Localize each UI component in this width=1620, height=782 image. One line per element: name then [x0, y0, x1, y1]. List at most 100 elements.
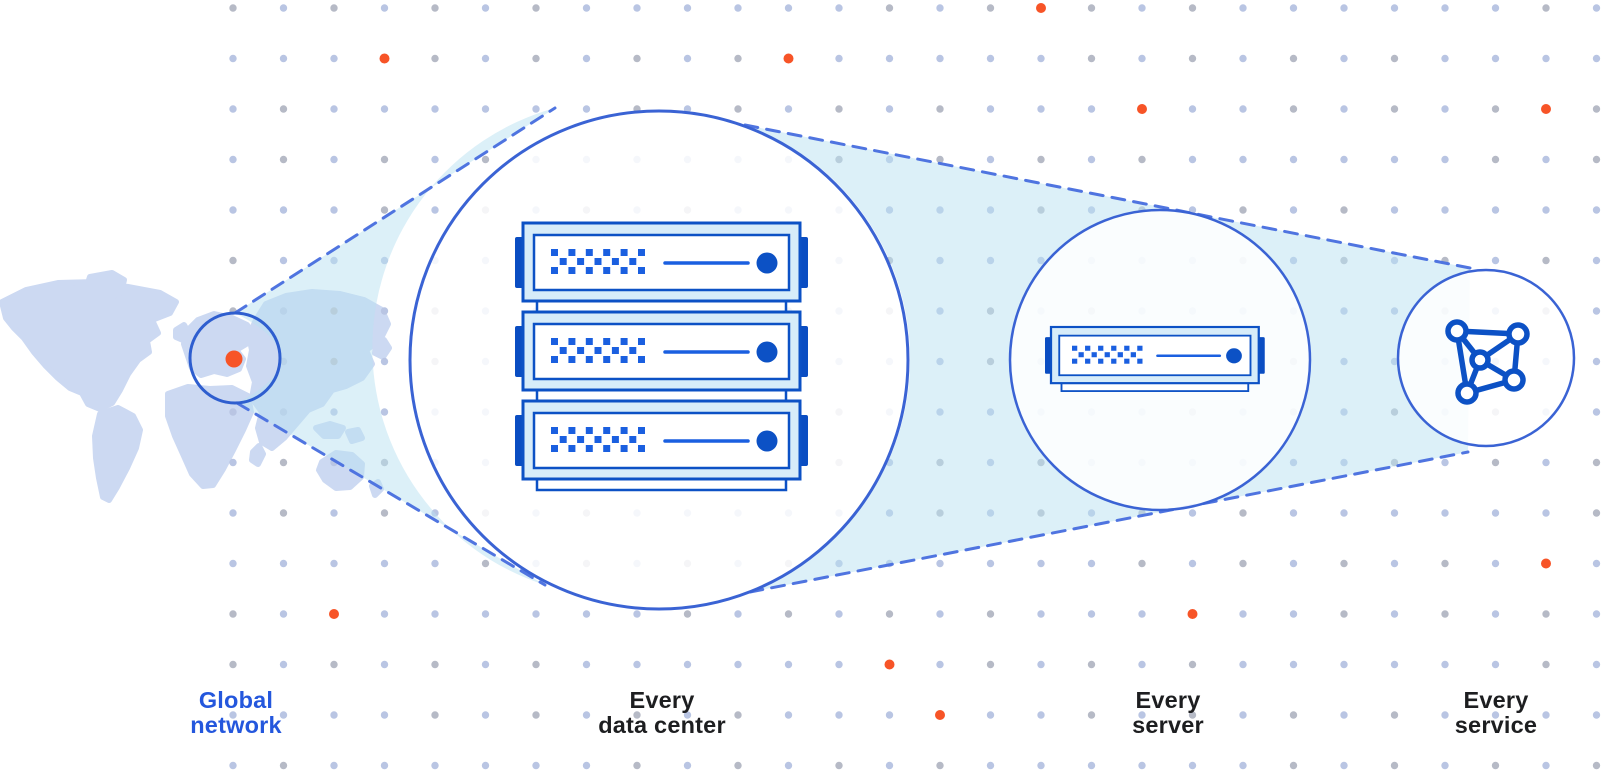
grid-dot	[229, 711, 237, 719]
grid-dot	[1340, 761, 1348, 770]
grid-dot	[330, 155, 338, 164]
grid-dot	[784, 711, 793, 719]
grid-dot	[481, 610, 490, 618]
location-dot-icon	[225, 350, 243, 368]
grid-dot	[279, 660, 288, 669]
grid-dot	[1239, 155, 1247, 164]
grid-dot	[229, 458, 237, 467]
grid-dot	[835, 610, 843, 618]
grid-dot	[1491, 458, 1500, 467]
grid-dot	[1390, 54, 1399, 63]
dashed-line-top-left	[233, 106, 557, 315]
grid-dot	[380, 206, 389, 214]
grid-dot	[1289, 509, 1298, 517]
dashed-line-bottom-left	[235, 401, 547, 587]
grid-dot	[229, 761, 237, 770]
grid-dot	[1138, 761, 1146, 770]
grid-dot	[1441, 458, 1449, 467]
grid-dot	[1037, 711, 1045, 719]
grid-dot	[1592, 155, 1601, 164]
grid-dot-orange	[1541, 558, 1551, 569]
grid-dot	[582, 105, 591, 113]
grid-dot	[1239, 509, 1247, 517]
grid-dot	[734, 660, 742, 669]
grid-dot	[1037, 105, 1045, 113]
grid-dot	[1390, 559, 1399, 568]
grid-dot	[1087, 4, 1096, 12]
grid-dot	[1491, 610, 1500, 618]
grid-dot	[1542, 761, 1550, 770]
grid-dot	[885, 711, 894, 719]
grid-dot-orange	[329, 609, 339, 619]
grid-dot	[1087, 559, 1096, 568]
grid-dot	[1239, 54, 1247, 63]
grid-dot	[633, 54, 641, 63]
caption-line: server	[1132, 712, 1204, 738]
grid-dot	[936, 105, 944, 113]
grid-dot	[633, 711, 641, 719]
grid-dot	[1592, 206, 1601, 214]
grid-dot	[1592, 357, 1601, 366]
grid-dot	[1542, 4, 1550, 12]
grid-dot	[1239, 660, 1247, 669]
grid-dot	[330, 4, 338, 12]
grid-dot	[683, 105, 692, 113]
grid-dot	[633, 660, 641, 669]
grid-dot	[330, 54, 338, 63]
grid-dot	[279, 610, 288, 618]
grid-dot	[1188, 105, 1197, 113]
grid-dot	[784, 761, 793, 770]
grid-dot	[380, 660, 389, 669]
server-unit-2	[513, 310, 810, 403]
grid-dot	[1188, 4, 1197, 12]
server-unit-3	[513, 399, 810, 492]
grid-dot-orange	[884, 659, 895, 670]
grid-dot	[1491, 206, 1500, 214]
grid-dot	[229, 408, 237, 416]
grid-dot	[380, 559, 389, 568]
grid-dot	[885, 105, 894, 113]
grid-dot	[1390, 509, 1399, 517]
grid-dot	[734, 610, 742, 618]
grid-dot	[1491, 256, 1500, 265]
grid-dot	[330, 711, 338, 719]
grid-dot	[1188, 761, 1197, 770]
grid-dot	[1340, 4, 1348, 12]
grid-dot	[1441, 509, 1449, 517]
grid-dot	[633, 761, 641, 770]
caption-line: Every	[1463, 687, 1529, 713]
grid-dot	[835, 761, 843, 770]
grid-dot	[380, 357, 389, 366]
grid-dot	[683, 711, 692, 719]
grid-dot	[481, 155, 490, 164]
grid-dot	[279, 761, 288, 770]
grid-dot	[1491, 711, 1500, 719]
grid-dot	[1441, 105, 1449, 113]
grid-dot	[532, 610, 540, 618]
grid-dot	[279, 155, 288, 164]
grid-dot	[784, 660, 793, 669]
grid-dot	[431, 610, 439, 618]
grid-dot	[936, 559, 944, 568]
grid-dot	[582, 54, 591, 63]
caption-line: Global	[198, 687, 274, 713]
grid-dot	[784, 105, 793, 113]
caption-every-server: Every server	[1132, 688, 1204, 738]
grid-dot	[986, 4, 995, 12]
grid-dot	[1239, 559, 1247, 568]
grid-dot	[1239, 610, 1247, 618]
grid-dot	[431, 711, 439, 719]
grid-dot	[1239, 206, 1247, 214]
grid-dot	[380, 610, 389, 618]
grid-dot	[1239, 4, 1247, 12]
grid-dot	[986, 660, 995, 669]
grid-dot	[1087, 660, 1096, 669]
grid-dot	[1188, 155, 1197, 164]
grid-dot	[885, 610, 894, 618]
grid-dot	[431, 761, 439, 770]
global-network-circle	[188, 311, 282, 405]
grid-dot	[1340, 509, 1348, 517]
grid-dot	[481, 4, 490, 12]
grid-dot	[1542, 711, 1550, 719]
